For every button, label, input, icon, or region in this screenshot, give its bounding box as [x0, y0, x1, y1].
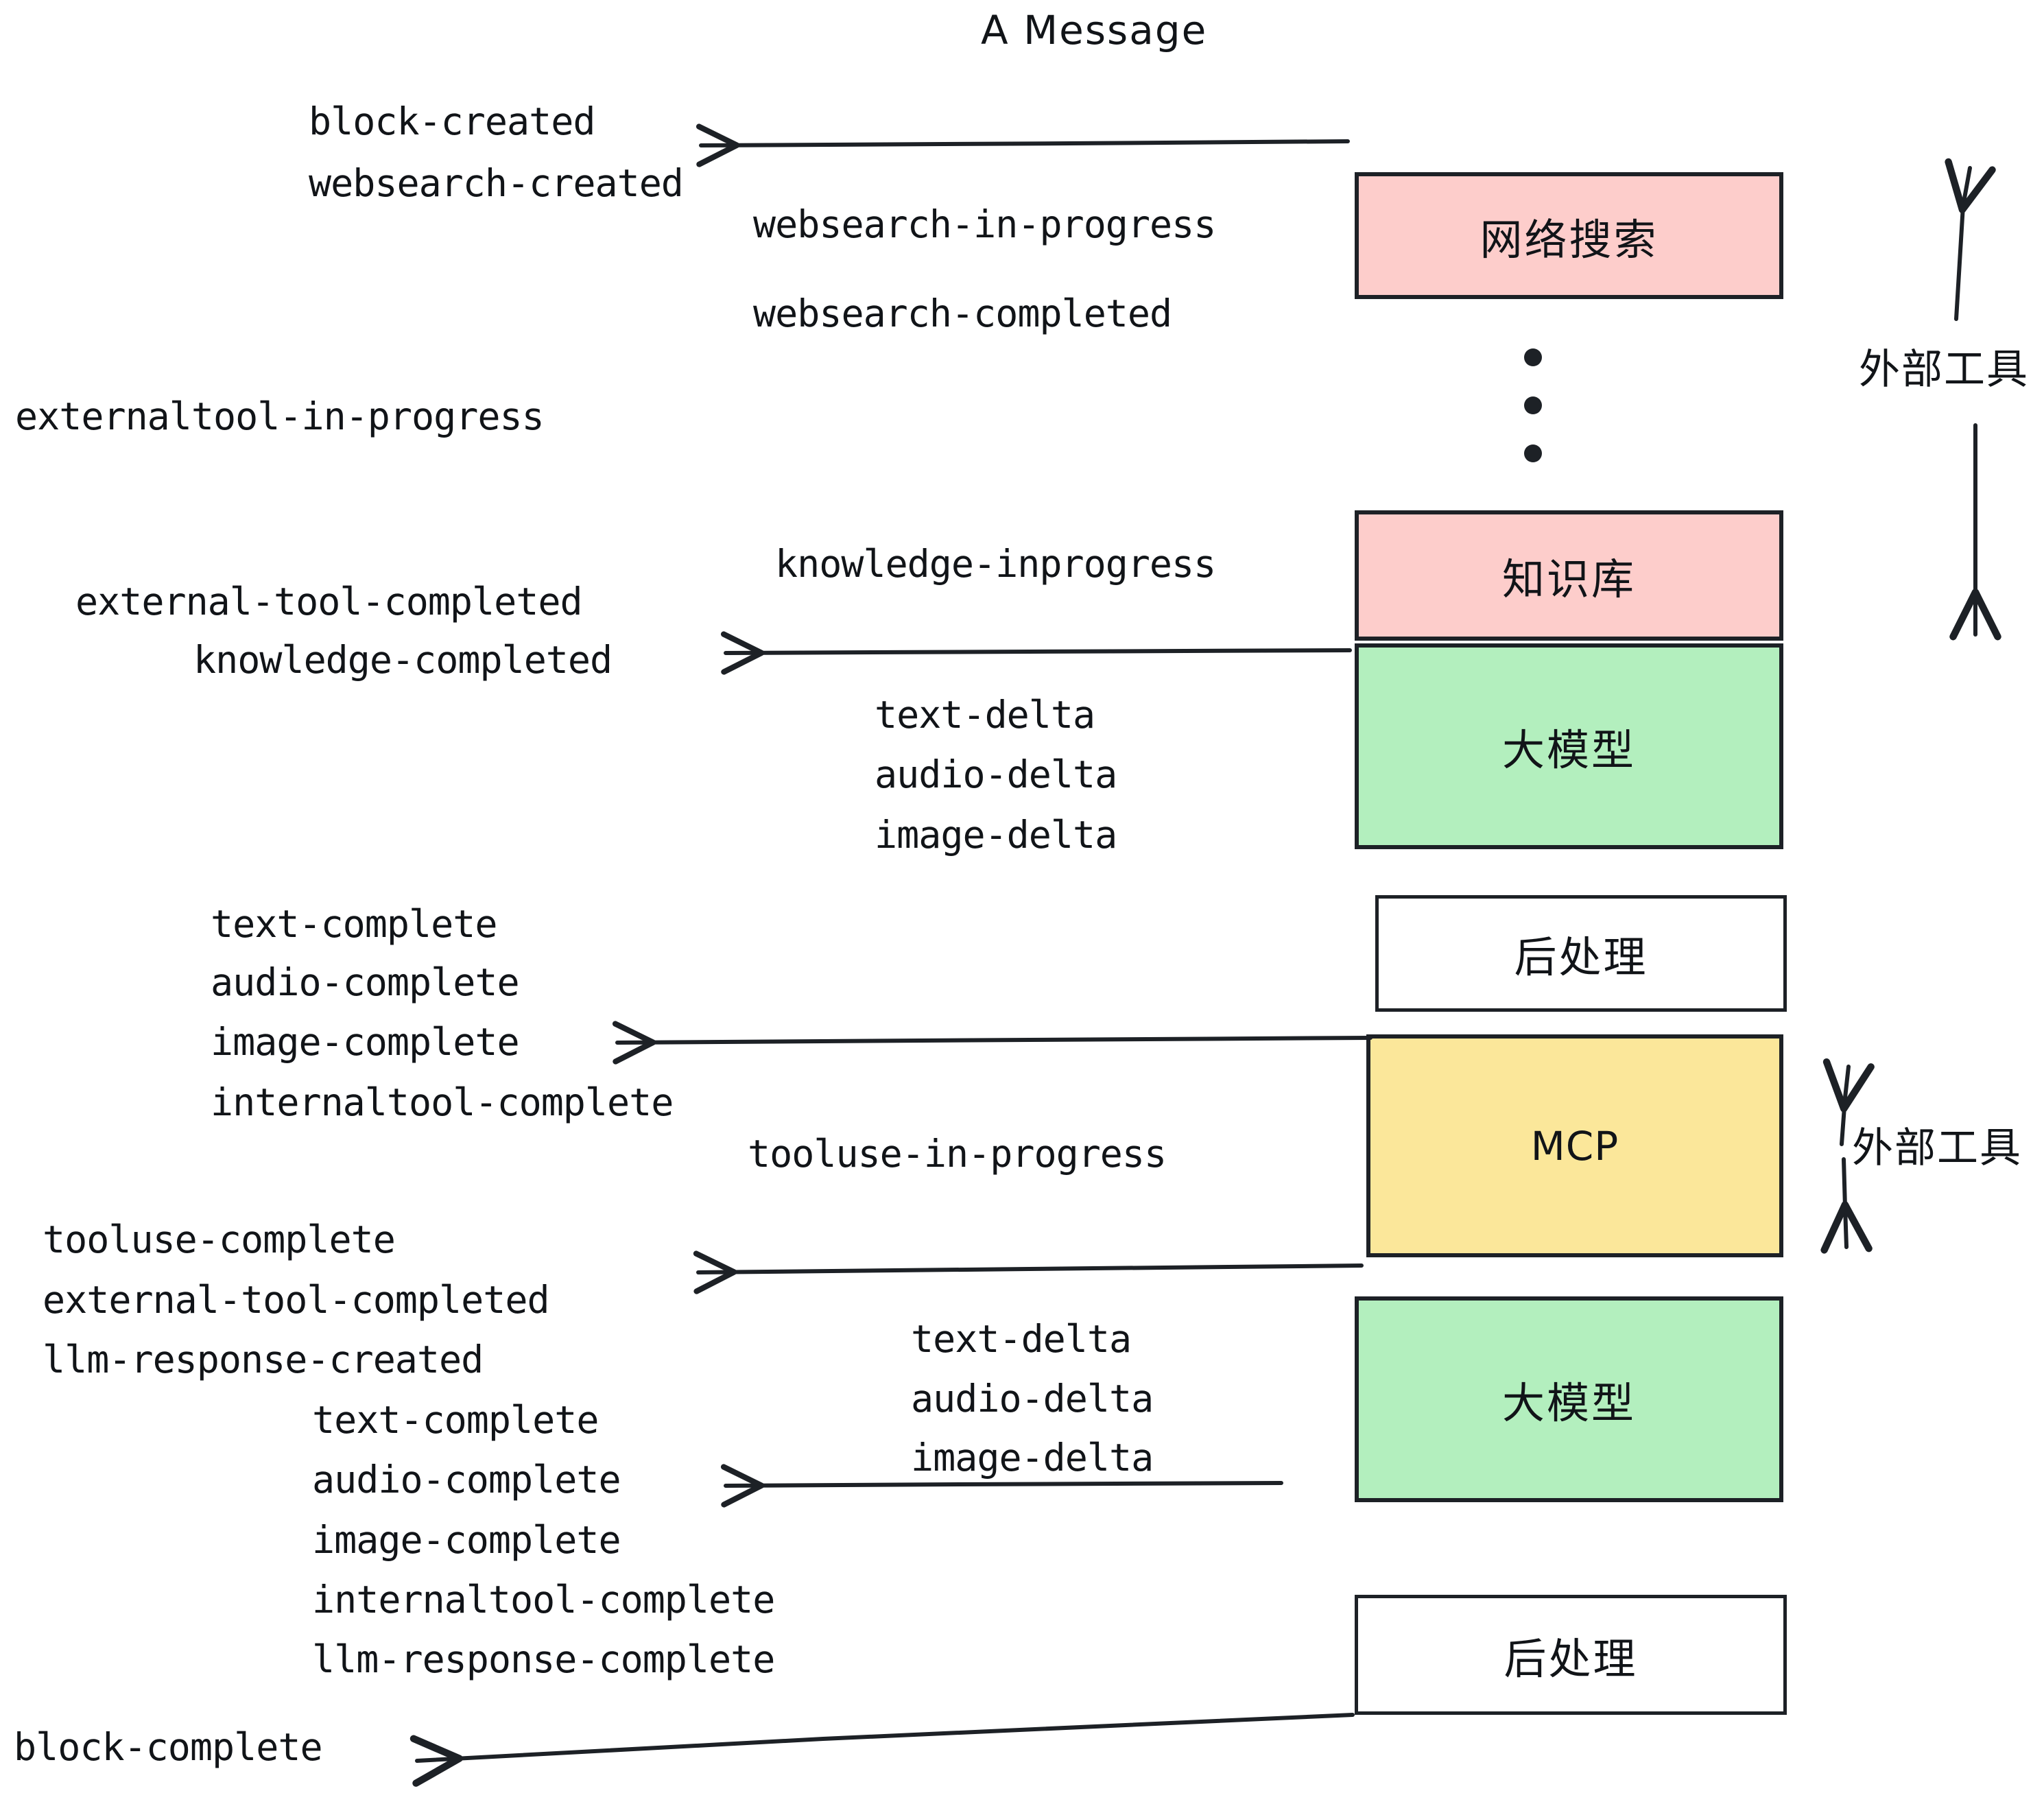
event-websearch-in-progress: websearch-in-progress	[753, 202, 1216, 246]
event-tooluse-complete: tooluse-complete	[43, 1218, 396, 1261]
arrow-mcp-to-tooluse-complete	[693, 1250, 1364, 1294]
event-text-delta-1: text-delta	[875, 693, 1095, 737]
side-label-external-tools-top: 外部工具	[1859, 346, 2029, 394]
node-llm-2-label: 大模型	[1501, 1378, 1636, 1428]
node-postprocess-1-label: 后处理	[1514, 932, 1648, 982]
event-websearch-created: websearch-created	[309, 161, 684, 205]
event-knowledge-completed: knowledge-completed	[193, 638, 613, 682]
arrow-external-tools-top-up	[1945, 158, 1996, 321]
node-websearch[interactable]: 网络搜索	[1355, 172, 1783, 299]
arrow-external-tools-bottom-up	[1822, 1058, 1875, 1146]
node-mcp-label: MCP	[1530, 1122, 1619, 1170]
event-audio-delta-2: audio-delta	[911, 1377, 1154, 1421]
event-tooluse-in-progress: tooluse-in-progress	[748, 1132, 1167, 1176]
node-llm-1[interactable]: 大模型	[1355, 643, 1783, 849]
event-image-delta-2: image-delta	[911, 1436, 1154, 1480]
event-block-created: block-created	[309, 99, 595, 143]
arrow-postprocess2-to-block-complete	[409, 1713, 1355, 1787]
node-knowledge[interactable]: 知识库	[1355, 510, 1783, 641]
event-externaltool-in-progress: externaltool-in-progress	[15, 394, 545, 438]
node-postprocess-2-label: 后处理	[1504, 1633, 1638, 1684]
arrow-websearch-to-block-created	[696, 123, 1350, 167]
event-image-complete-2: image-complete	[312, 1518, 621, 1562]
event-internaltool-complete-2: internaltool-complete	[312, 1578, 775, 1622]
node-websearch-label: 网络搜索	[1479, 214, 1659, 265]
arrow-knowledge-to-knowledge-completed	[721, 631, 1352, 675]
event-text-complete-1: text-complete	[211, 902, 497, 946]
arrow-external-tools-bottom-down	[1820, 1157, 1873, 1254]
ellipsis-dot-3	[1524, 444, 1542, 462]
event-text-complete-2: text-complete	[312, 1398, 599, 1442]
node-postprocess-2[interactable]: 后处理	[1355, 1595, 1787, 1715]
ellipsis-dot-1	[1524, 348, 1542, 366]
event-image-delta-1: image-delta	[875, 813, 1117, 857]
arrow-postprocess1-to-image-complete	[612, 1021, 1372, 1065]
event-internaltool-complete-1: internaltool-complete	[211, 1080, 674, 1124]
event-audio-complete-1: audio-complete	[211, 960, 520, 1004]
side-label-external-tools-bottom: 外部工具	[1852, 1124, 2022, 1172]
node-postprocess-1[interactable]: 后处理	[1375, 895, 1787, 1012]
event-audio-delta-1: audio-delta	[875, 752, 1117, 796]
event-audio-complete-2: audio-complete	[312, 1458, 621, 1502]
event-block-complete: block-complete	[14, 1725, 323, 1769]
event-external-tool-completed-2: external-tool-completed	[43, 1278, 550, 1322]
ellipsis-dot-2	[1524, 396, 1542, 414]
event-websearch-completed: websearch-completed	[753, 292, 1172, 335]
page-title: A Message	[981, 7, 1208, 54]
node-mcp[interactable]: MCP	[1366, 1034, 1783, 1257]
node-llm-2[interactable]: 大模型	[1355, 1296, 1783, 1502]
event-external-tool-completed-1: external-tool-completed	[75, 580, 583, 624]
event-image-complete-1: image-complete	[211, 1020, 520, 1064]
event-knowledge-inprogress: knowledge-inprogress	[775, 542, 1216, 586]
event-text-delta-2: text-delta	[911, 1317, 1132, 1361]
node-knowledge-label: 知识库	[1501, 554, 1636, 604]
event-llm-response-created: llm-response-created	[43, 1338, 484, 1381]
arrow-llm2-to-audio-complete	[720, 1464, 1283, 1508]
event-llm-response-complete: llm-response-complete	[312, 1637, 775, 1681]
node-llm-1-label: 大模型	[1501, 725, 1636, 775]
